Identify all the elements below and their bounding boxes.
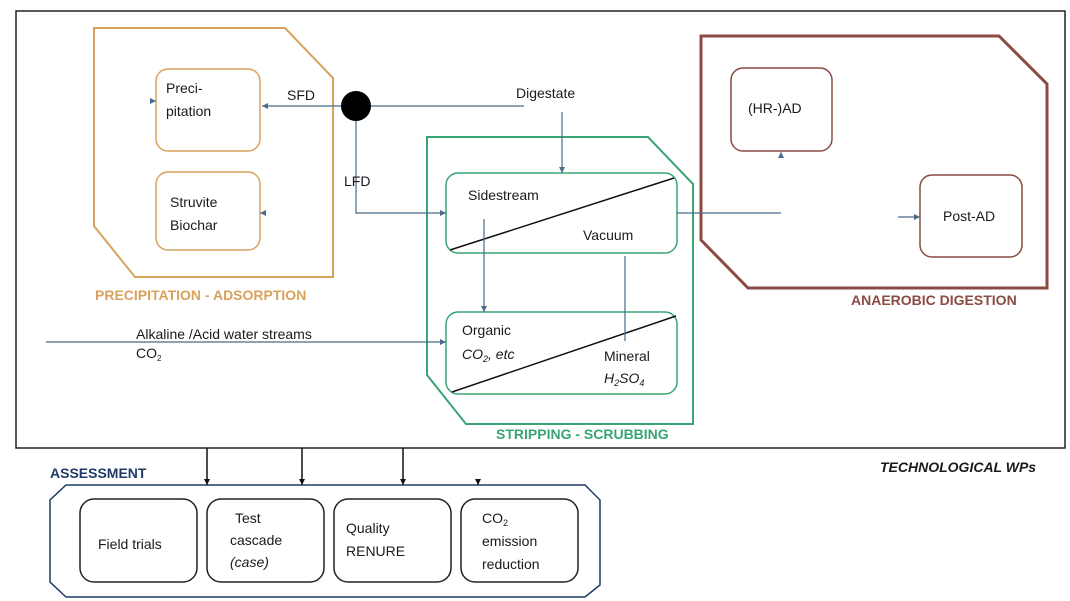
assessment-region <box>49 484 601 598</box>
lfd-arrow <box>355 121 446 216</box>
anaerobic-region <box>699 34 1049 290</box>
h2so4-label: H2SO4 <box>604 370 644 388</box>
organic-mineral-box <box>445 311 678 395</box>
separator-node <box>341 91 371 121</box>
co2-etc-label: CO2, etc <box>462 346 514 364</box>
test-cascade-label-2: cascade <box>230 532 282 548</box>
struvite-box <box>155 171 261 251</box>
post-ad-label: Post-AD <box>943 208 995 224</box>
assessment-title: ASSESSMENT <box>50 465 147 481</box>
sidestream-vacuum-divider <box>449 177 675 251</box>
test-cascade-label-3: (case) <box>230 554 269 570</box>
struvite-label-1: Struvite <box>170 194 218 210</box>
precipitation-region <box>93 27 334 278</box>
alkaline-label: Alkaline /Acid water streams <box>136 326 312 342</box>
organic-label: Organic <box>462 322 511 338</box>
co2-emission-label-1: CO2 <box>482 510 508 528</box>
sidestream-vacuum-box <box>445 172 678 254</box>
quality-renure-box <box>333 498 452 583</box>
co2-emission-box <box>460 498 579 583</box>
co2-emission-label-3: reduction <box>482 556 540 572</box>
test-cascade-label-1: Test <box>235 510 261 526</box>
hr-ad-box <box>730 67 833 152</box>
technological-frame <box>15 10 1066 449</box>
organic-mineral-divider <box>451 315 677 393</box>
mineral-label: Mineral <box>604 348 650 364</box>
sfd-label: SFD <box>287 87 315 103</box>
co2-emission-label-2: emission <box>482 533 537 549</box>
quality-label-2: RENURE <box>346 543 405 559</box>
precipitation-label-1: Preci- <box>166 80 203 96</box>
post-ad-box <box>919 174 1023 258</box>
precipitation-label-2: pitation <box>166 103 211 119</box>
technological-wps-label: TECHNOLOGICAL WPs <box>880 459 1036 475</box>
sidestream-label: Sidestream <box>468 187 539 203</box>
precipitation-box <box>155 68 261 152</box>
anaerobic-title: ANAEROBIC DIGESTION <box>851 292 1017 308</box>
quality-label-1: Quality <box>346 520 390 536</box>
field-trials-box <box>79 498 198 583</box>
hr-ad-label: (HR-)AD <box>748 100 802 116</box>
vacuum-label: Vacuum <box>583 227 633 243</box>
lfd-label: LFD <box>344 173 370 189</box>
struvite-label-2: Biochar <box>170 217 218 233</box>
field-trials-label: Field trials <box>98 536 162 552</box>
precipitation-title: PRECIPITATION - ADSORPTION <box>95 287 306 303</box>
stripping-region <box>426 136 694 425</box>
test-cascade-box <box>206 498 325 583</box>
digestate-label: Digestate <box>516 85 575 101</box>
co2-inflow-label: CO2 <box>136 345 162 363</box>
stripping-title: STRIPPING - SCRUBBING <box>496 426 669 442</box>
